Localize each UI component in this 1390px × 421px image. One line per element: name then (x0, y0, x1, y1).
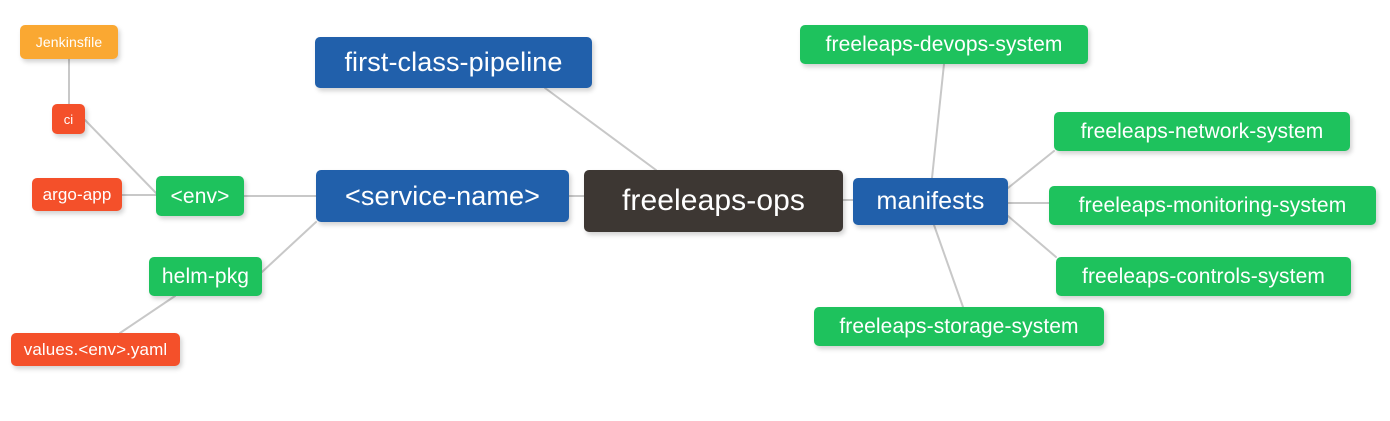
edge-manifests-to-freeleaps-storage-system (933, 224, 964, 308)
mindmap-node-helm-pkg[interactable]: helm-pkg (149, 257, 262, 296)
node-label: freeleaps-ops (621, 184, 806, 217)
mindmap-node-freeleaps-controls-system[interactable]: freeleaps-controls-system (1056, 257, 1351, 296)
node-label: Jenkinsfile (35, 34, 103, 50)
node-label: freeleaps-monitoring-system (1078, 194, 1347, 217)
mindmap-node-freeleaps-storage-system[interactable]: freeleaps-storage-system (814, 307, 1104, 346)
mindmap-node-argo-app[interactable]: argo-app (32, 178, 122, 211)
node-label: argo-app (42, 185, 112, 204)
edge-service-name-to-helm-pkg (261, 221, 317, 273)
mindmap-node-freeleaps-devops-system[interactable]: freeleaps-devops-system (800, 25, 1088, 64)
edge-manifests-to-freeleaps-network-system (1007, 150, 1055, 189)
mindmap-node-first-class-pipeline[interactable]: first-class-pipeline (315, 37, 592, 88)
node-label: <service-name> (345, 180, 540, 211)
mindmap-node-ci[interactable]: ci (52, 104, 85, 134)
mindmap-node-env[interactable]: <env> (156, 176, 244, 216)
node-label: freeleaps-storage-system (839, 315, 1079, 338)
node-label: <env> (170, 184, 230, 208)
node-label: freeleaps-controls-system (1082, 265, 1325, 288)
mindmap-node-freeleaps-monitoring-system[interactable]: freeleaps-monitoring-system (1049, 186, 1376, 225)
node-label: freeleaps-devops-system (825, 33, 1063, 56)
edge-helm-pkg-to-values-yaml (119, 295, 176, 334)
mindmap-node-freeleaps-ops[interactable]: freeleaps-ops (584, 170, 843, 232)
mindmap-node-freeleaps-network-system[interactable]: freeleaps-network-system (1054, 112, 1350, 151)
node-label: freeleaps-network-system (1080, 120, 1324, 143)
edge-first-class-pipeline-to-freeleaps-ops (544, 87, 657, 171)
node-label: helm-pkg (161, 265, 250, 288)
mindmap-node-manifests[interactable]: manifests (853, 178, 1008, 225)
node-label: ci (63, 111, 74, 127)
mindmap-node-jenkinsfile[interactable]: Jenkinsfile (20, 25, 118, 59)
edge-manifests-to-freeleaps-devops-system (931, 63, 945, 179)
node-label: first-class-pipeline (344, 47, 563, 77)
node-label: values.<env>.yaml (23, 340, 168, 359)
mindmap-node-values-yaml[interactable]: values.<env>.yaml (11, 333, 180, 366)
node-label: manifests (876, 187, 985, 215)
mindmap-node-service-name[interactable]: <service-name> (316, 170, 569, 222)
